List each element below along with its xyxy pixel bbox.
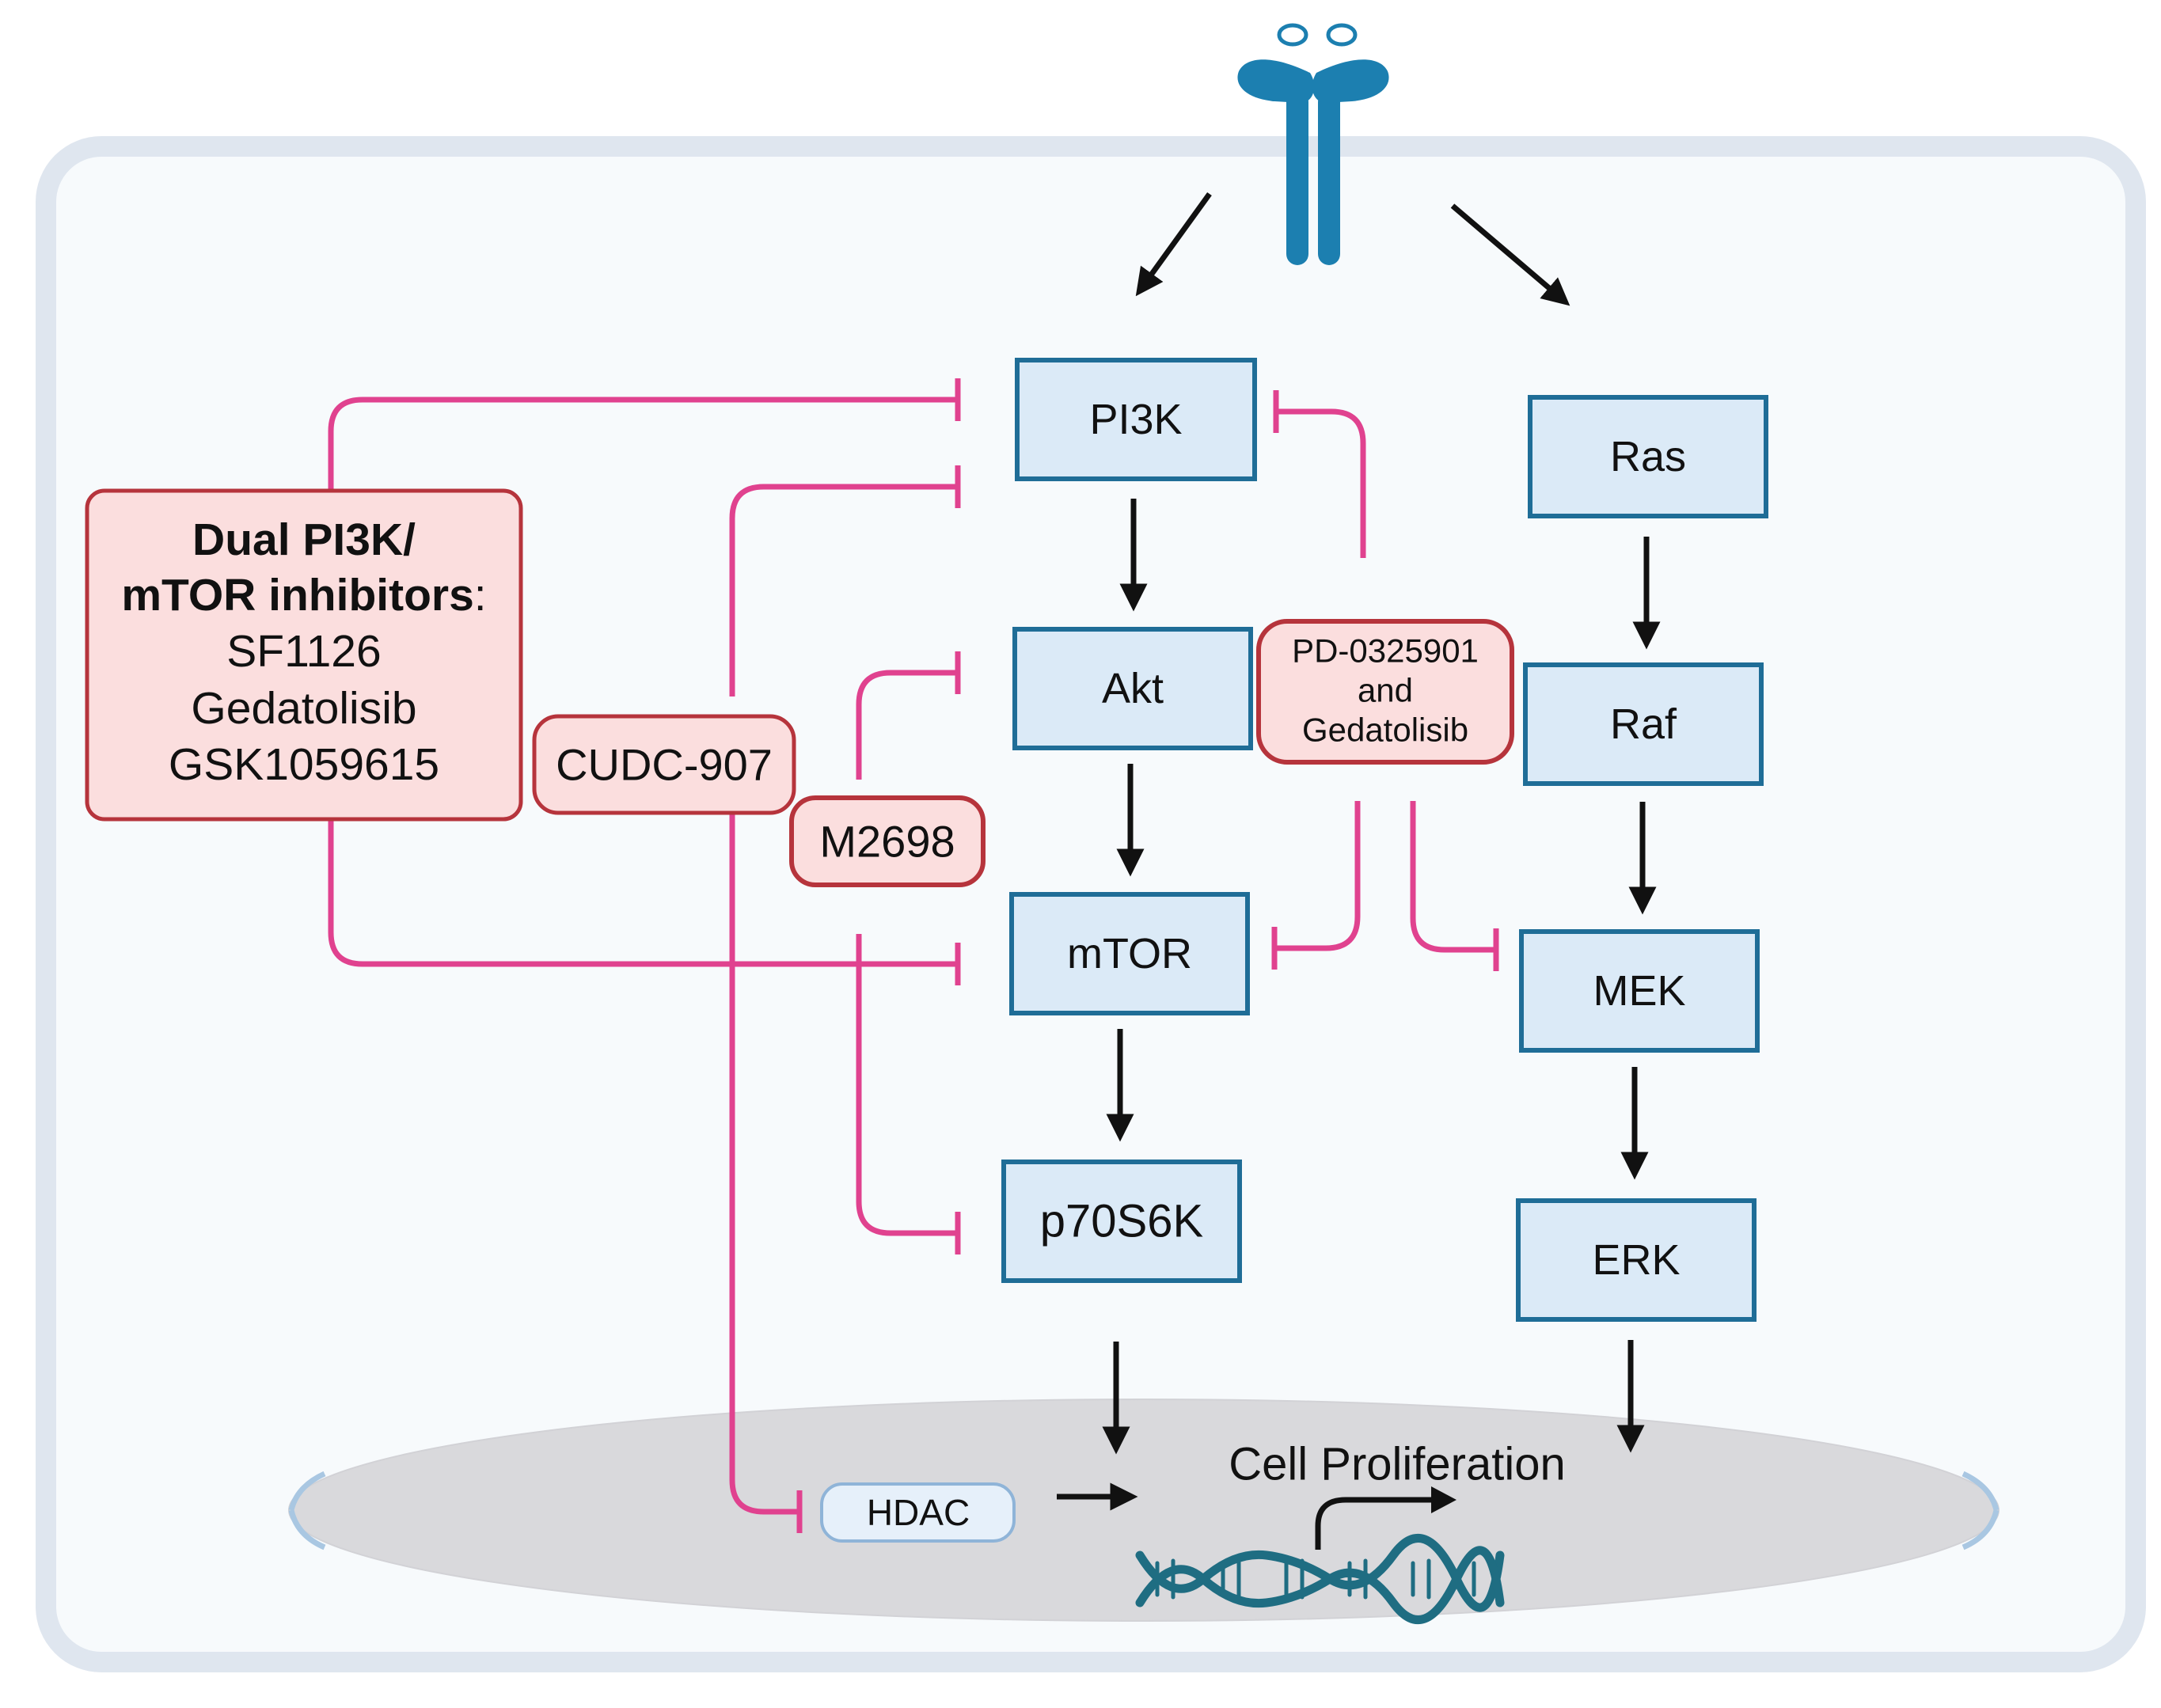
drug-cudc-907-label: CUDC-907: [556, 740, 773, 790]
nucleus: [288, 1399, 2000, 1622]
drug-dual-item-gsk1059615: GSK1059615: [169, 739, 439, 790]
protein-p70s6k: p70S6K: [1001, 1160, 1242, 1283]
drug-dual-title-line1: Dual PI3K/: [192, 514, 416, 565]
drug-pd-line3: Gedatolisib: [1302, 712, 1468, 749]
protein-pi3k-label: PI3K: [1089, 396, 1182, 443]
inhibition-m2698-to-p70s6k: [856, 934, 958, 1236]
inhibition-m2698-to-akt: [856, 670, 958, 780]
drug-dual-title-line2: mTOR inhibitors:: [121, 570, 486, 621]
drug-pd-line2: and: [1358, 672, 1413, 709]
protein-raf-label: Raf: [1610, 700, 1677, 748]
drug-dual-pi3k-mtor: Dual PI3K/ mTOR inhibitors: SF1126 Gedat…: [85, 488, 523, 822]
drug-cudc-907: CUDC-907: [532, 714, 796, 815]
transcription-arrow-icon: [1315, 1486, 1456, 1550]
inhibition-dual-to-mtor: [328, 819, 958, 967]
drug-dual-item-gedatolisib: Gedatolisib: [191, 683, 416, 734]
inhibition-dual-to-pi3k: [328, 397, 958, 491]
cell-proliferation-label: Cell Proliferation: [1229, 1439, 1566, 1490]
arrow-receptor-to-pi3k: [1135, 192, 1212, 297]
protein-akt: Akt: [1012, 627, 1253, 750]
drug-pd-line1: PD-0325901: [1292, 632, 1479, 670]
drug-m2698: M2698: [789, 795, 986, 887]
inhibition-cudc-to-hdac: [729, 814, 799, 1515]
protein-hdac-label: HDAC: [867, 1492, 970, 1533]
inhibition-pd-to-mek: [1410, 801, 1496, 953]
protein-mek: MEK: [1519, 929, 1760, 1053]
protein-erk-label: ERK: [1592, 1236, 1680, 1284]
drug-m2698-label: M2698: [819, 817, 955, 867]
inhibition-cudc-to-pi3k: [729, 484, 958, 696]
protein-mtor: mTOR: [1009, 892, 1250, 1015]
protein-mtor-label: mTOR: [1067, 930, 1192, 977]
inhibition-pd-to-mtor: [1274, 801, 1361, 951]
drug-dual-item-sf1126: SF1126: [226, 626, 381, 677]
activation-arrows: [1057, 192, 1661, 1511]
drug-dual-title-line2-colon: :: [474, 570, 487, 621]
drug-dual-title-line2-bold: mTOR inhibitors: [121, 570, 473, 621]
protein-ras-label: Ras: [1610, 433, 1686, 480]
protein-p70s6k-label: p70S6K: [1040, 1196, 1204, 1247]
protein-raf: Raf: [1523, 662, 1764, 786]
protein-akt-label: Akt: [1102, 665, 1164, 712]
dna-double-helix-icon: [1135, 1533, 1505, 1625]
protein-erk: ERK: [1516, 1198, 1757, 1322]
protein-ras: Ras: [1528, 395, 1768, 518]
protein-pi3k: PI3K: [1015, 358, 1257, 481]
inhibition-lines: [328, 378, 1499, 1533]
membrane-receptor-icon: [1237, 23, 1389, 265]
protein-mek-label: MEK: [1593, 967, 1685, 1015]
drug-pd-0325901-gedatolisib: PD-0325901 and Gedatolisib: [1256, 619, 1514, 765]
protein-hdac: HDAC: [820, 1482, 1016, 1543]
inhibition-pd-to-pi3k: [1276, 408, 1366, 558]
arrow-receptor-to-ras: [1450, 203, 1570, 306]
